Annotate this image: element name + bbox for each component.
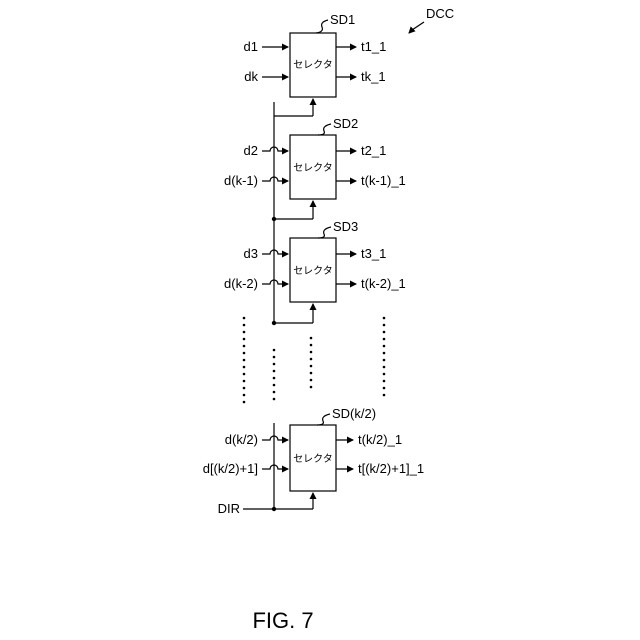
ellipsis-dot (243, 352, 246, 355)
ellipsis-dot (243, 345, 246, 348)
input-label: dk (244, 69, 258, 84)
name-leader-line (316, 20, 328, 33)
ellipsis-dot (243, 366, 246, 369)
input-label: d1 (244, 39, 258, 54)
selector-label: セレクタ (293, 265, 333, 277)
figure-reference-label: DCC (426, 6, 454, 21)
ellipsis-dot (273, 384, 276, 387)
input-arrow (262, 177, 288, 181)
ellipsis-dot (243, 359, 246, 362)
junction-dot (272, 217, 276, 221)
selector-label: セレクタ (293, 162, 333, 174)
input-label: d3 (244, 246, 258, 261)
ellipsis-dot (383, 380, 386, 383)
output-label: t(k-1)_1 (361, 173, 406, 188)
reference-arrow (409, 30, 412, 33)
ellipsis-dot (383, 359, 386, 362)
ellipsis-dot (383, 394, 386, 397)
ellipsis-dot (310, 386, 313, 389)
input-arrow (262, 436, 288, 440)
selector-sd1: セレクタ SD1 d1 dk t1_1 tk_1 (244, 12, 387, 97)
ellipsis-dot (310, 379, 313, 382)
ellipsis-dot (310, 372, 313, 375)
ellipsis-dot (243, 401, 246, 404)
ellipsis-dot (383, 352, 386, 355)
junction-dot (272, 507, 276, 511)
ellipsis-dot (273, 356, 276, 359)
selector-name: SD(k/2) (332, 406, 376, 421)
ellipsis-dot (383, 345, 386, 348)
selector-label: セレクタ (293, 59, 333, 71)
input-label: d(k-2) (224, 276, 258, 291)
ellipsis-dot (243, 394, 246, 397)
ellipsis-dot (310, 358, 313, 361)
output-label: t(k-2)_1 (361, 276, 406, 291)
ellipsis-dot (310, 337, 313, 340)
ellipsis-dot (273, 370, 276, 373)
input-label: d2 (244, 143, 258, 158)
output-label: t2_1 (361, 143, 386, 158)
output-label: t3_1 (361, 246, 386, 261)
ellipsis-dot (383, 338, 386, 341)
junction-dot (272, 321, 276, 325)
input-label: d(k/2) (225, 432, 258, 447)
name-leader-line (318, 227, 331, 238)
ellipsis-dot (383, 324, 386, 327)
name-leader-line (317, 414, 330, 425)
ellipsis-dot (383, 317, 386, 320)
ellipsis-dot (310, 344, 313, 347)
selector-name: SD3 (333, 219, 358, 234)
ellipsis-dot (273, 377, 276, 380)
ellipsis-dot (383, 331, 386, 334)
input-arrow (262, 280, 288, 284)
ellipsis-dot (383, 387, 386, 390)
ellipsis-dot (383, 373, 386, 376)
ellipsis-dot (243, 373, 246, 376)
ellipsis-dot (273, 349, 276, 352)
ellipsis-dot (383, 366, 386, 369)
selector-label: セレクタ (293, 453, 333, 465)
ellipsis-dot (273, 398, 276, 401)
ellipsis-dot (273, 363, 276, 366)
output-label: t1_1 (361, 39, 386, 54)
selector-sd2: セレクタ SD2 d2 d(k-1) t2_1 t(k-1)_1 (224, 116, 406, 199)
name-leader-line (318, 124, 331, 135)
ellipsis-dots (243, 317, 386, 404)
input-label: d[(k/2)+1] (203, 461, 258, 476)
input-arrow (262, 147, 288, 151)
ellipsis-dot (243, 331, 246, 334)
ellipsis-dot (243, 317, 246, 320)
input-arrow (262, 250, 288, 254)
ellipsis-dot (273, 391, 276, 394)
selector-sd-k-half: セレクタ SD(k/2) d(k/2) d[(k/2)+1] t(k/2)_1 … (203, 406, 424, 491)
selector-sd3: セレクタ SD3 d3 d(k-2) t3_1 t(k-2)_1 (224, 219, 406, 302)
ellipsis-dot (243, 387, 246, 390)
input-arrow (262, 465, 288, 469)
figure-caption: FIG. 7 (252, 608, 313, 633)
output-label: tk_1 (361, 69, 386, 84)
reference-leader-line (412, 22, 424, 30)
output-label: t(k/2)_1 (358, 432, 402, 447)
ellipsis-dot (310, 351, 313, 354)
ellipsis-dot (243, 324, 246, 327)
input-label: d(k-1) (224, 173, 258, 188)
ellipsis-dot (243, 380, 246, 383)
selector-name: SD2 (333, 116, 358, 131)
control-signal-label: DIR (218, 501, 240, 516)
selector-name: SD1 (330, 12, 355, 27)
output-label: t[(k/2)+1]_1 (358, 461, 424, 476)
ellipsis-dot (243, 338, 246, 341)
ellipsis-dot (310, 365, 313, 368)
